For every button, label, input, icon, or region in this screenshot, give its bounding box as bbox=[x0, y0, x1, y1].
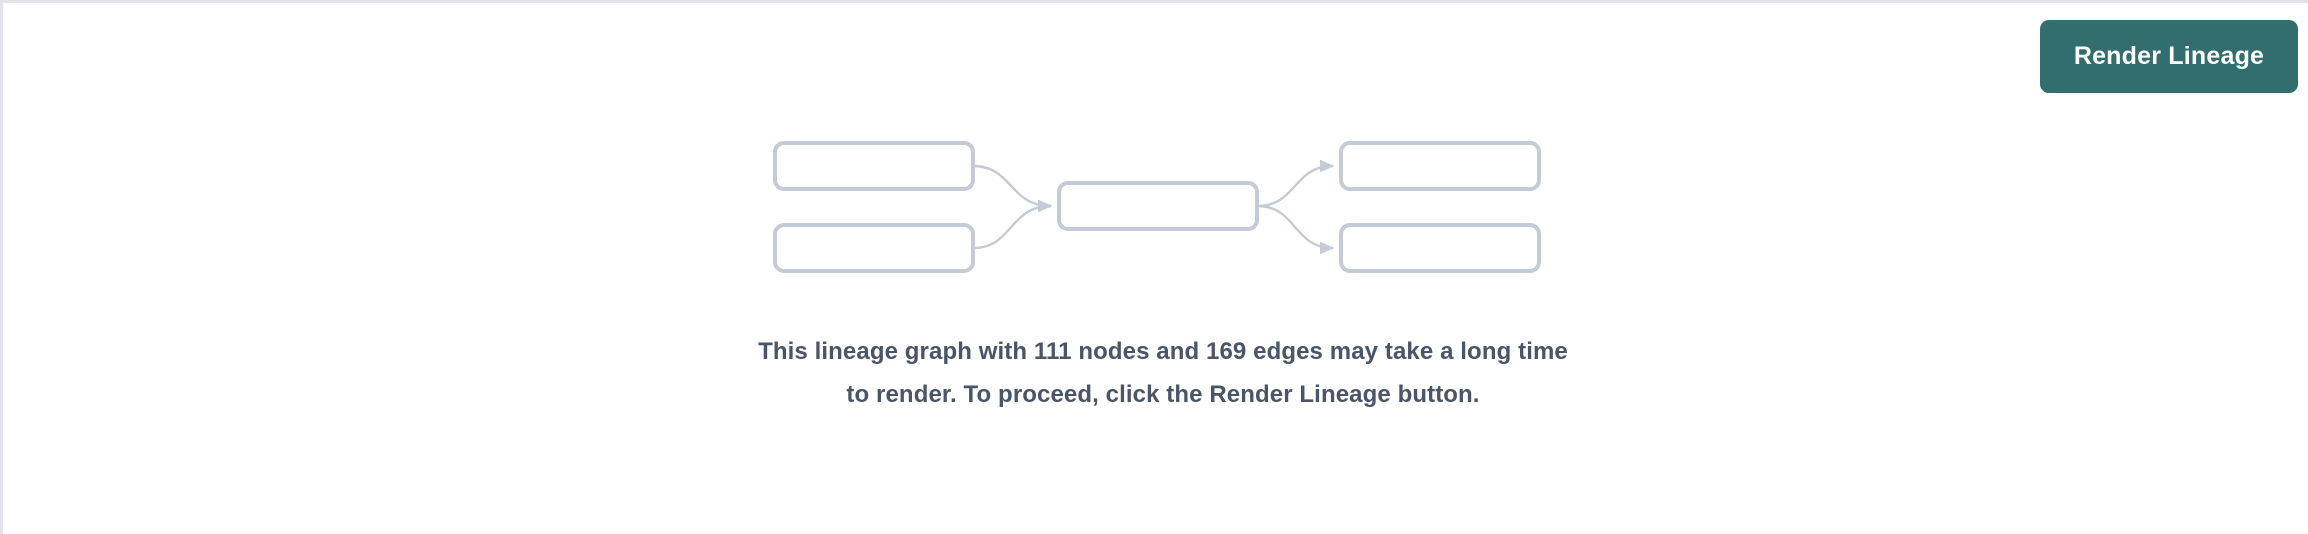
placeholder-node-group bbox=[773, 141, 1541, 273]
lineage-graph-placeholder bbox=[3, 3, 2308, 313]
placeholder-edge-source2-center bbox=[972, 199, 1053, 250]
placeholder-node-target-1 bbox=[1339, 141, 1541, 191]
placeholder-node-source-2 bbox=[773, 223, 975, 273]
placeholder-edge-center-target2 bbox=[1256, 204, 1335, 255]
lineage-warning-message: This lineage graph with 111 nodes and 16… bbox=[758, 338, 1568, 408]
render-lineage-button[interactable]: Render Lineage bbox=[2040, 20, 2298, 93]
placeholder-node-center-1 bbox=[1057, 181, 1259, 231]
placeholder-edge-center-target1 bbox=[1256, 159, 1335, 208]
placeholder-edge-source1-center bbox=[972, 164, 1053, 213]
placeholder-edge-group bbox=[972, 159, 1335, 255]
placeholder-node-source-1 bbox=[773, 141, 975, 191]
placeholder-node-target-2 bbox=[1339, 223, 1541, 273]
